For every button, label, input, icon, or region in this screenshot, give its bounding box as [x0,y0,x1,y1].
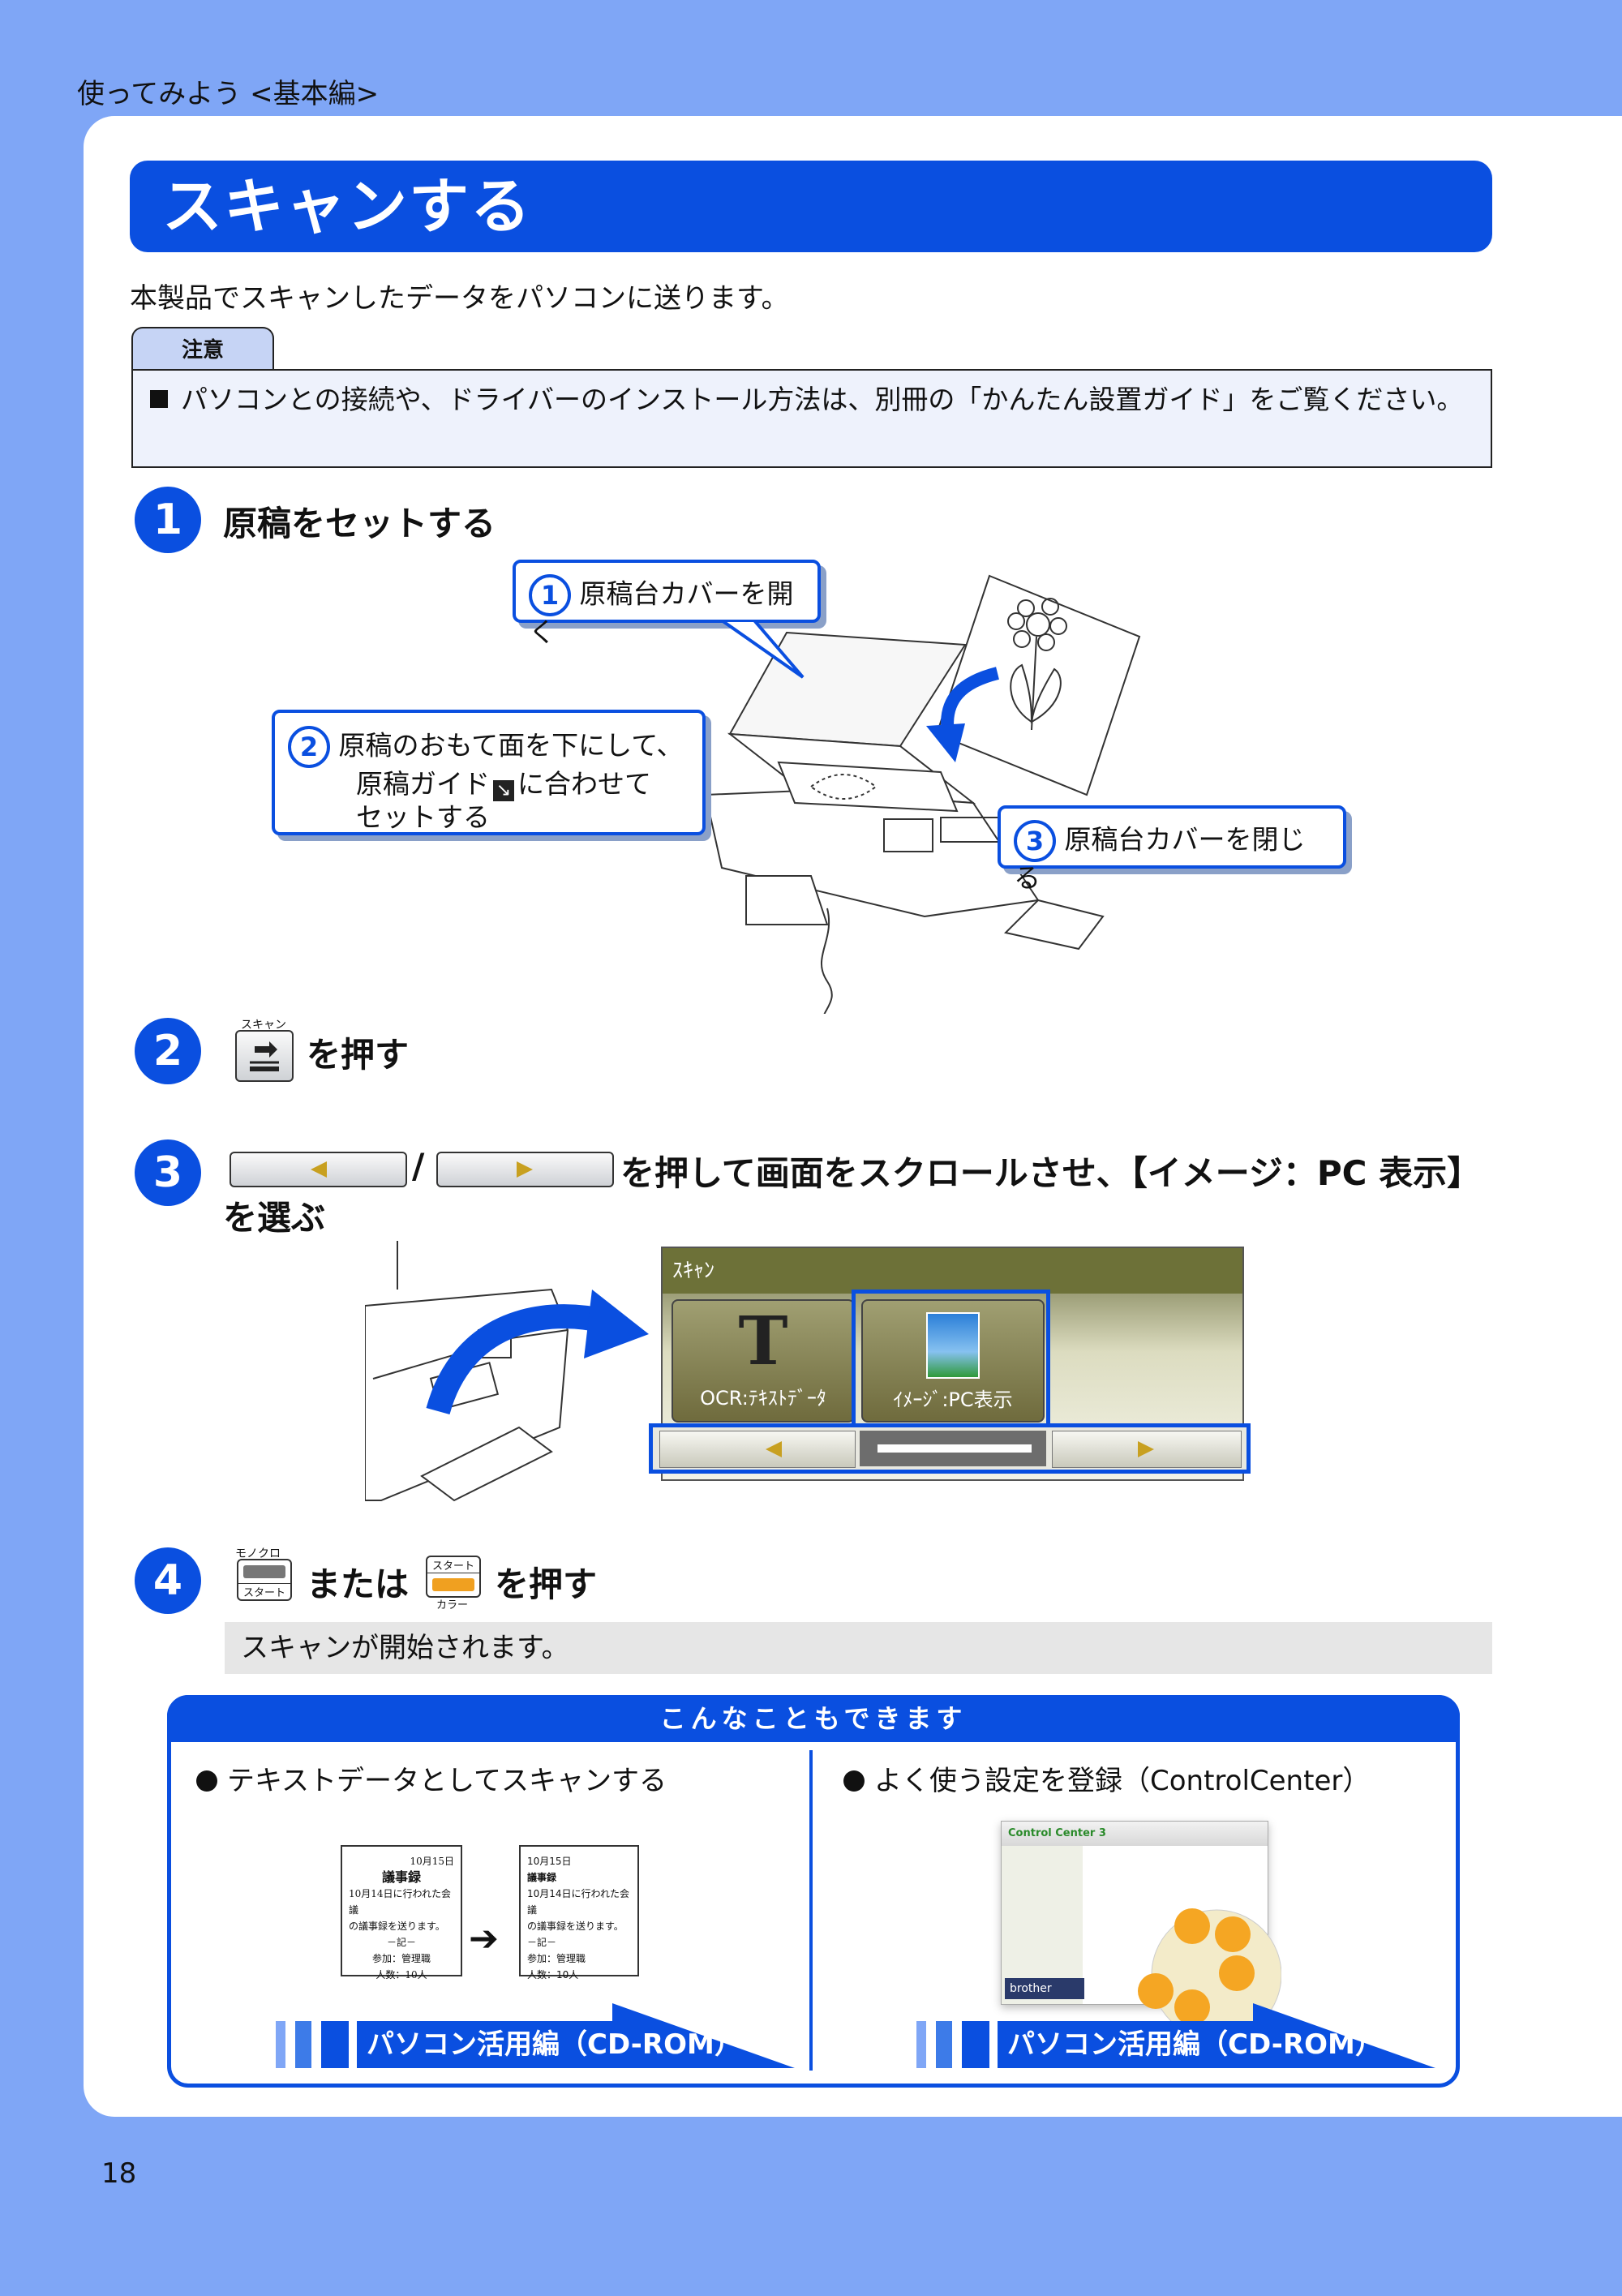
mono-start-key[interactable]: スタート [237,1559,292,1601]
step-1-title: 原稿をセットする [223,504,496,543]
note-box [131,369,1492,468]
step-1-number: 1 [135,487,201,553]
doc-after: 10月15日 議事録 10月14日に行われた会議 の議事録を送ります。 －記－ … [519,1845,639,1981]
step-2-number: 2 [135,1018,201,1084]
controlcenter-buttons-graphic [1138,1908,1281,2040]
page-title: スキャンする [162,172,532,242]
lcd-header: ｽｷｬﾝ [663,1248,1242,1294]
scan-icon [250,1041,279,1071]
page-number: 18 [101,2157,137,2190]
note-text: パソコンとの接続や、ドライバーのインストール方法は、別冊の「かんたん設置ガイド」… [150,381,1480,418]
breadcrumb: 使ってみよう <基本編> [77,78,380,110]
tips-divider [809,1750,813,2071]
step-4-title: を押す [495,1564,598,1604]
bullet-dot-icon [196,1770,217,1792]
step-2-title: を押す [307,1035,410,1075]
title-bar [130,161,1492,252]
lcd-left-button[interactable] [659,1431,856,1468]
lcd-right-button[interactable] [1052,1431,1242,1468]
ref-banner-right-bg [916,2003,1435,2068]
color-key-bottom-label: カラー [436,1599,469,1611]
tips-header: こんなこともできます [167,1695,1460,1742]
ref-right-label: パソコン活用編（CD-ROM） [1007,2028,1383,2061]
scanner-illustration [704,574,1141,1014]
step-4-number: 4 [135,1547,201,1614]
controlcenter-window: Control Center 3 brother [1001,1821,1268,2005]
lcd-scroll-track [860,1431,1046,1466]
callout-close-cover: 3 原稿台カバーを閉じる [998,805,1346,894]
callout-number: 2 [288,726,330,768]
scan-key-button[interactable] [235,1030,294,1082]
step-4-or: または [307,1564,410,1604]
left-arrow-icon [766,1441,782,1457]
convert-arrow-icon: ➔ [469,1918,499,1959]
callout-number: 1 [529,574,571,616]
text-document-icon: T [738,1302,788,1380]
ref-banner-left-bg [276,2003,795,2068]
mono-key-top-label: モノクロ [235,1547,281,1560]
scan-key-label: スキャン [241,1019,286,1032]
intro-text: 本製品でスキャンしたデータをパソコンに送ります。 [130,282,789,315]
result-message: スキャンが開始されます。 [225,1622,1492,1674]
left-arrow-key[interactable] [230,1152,407,1187]
separator-slash: / [412,1146,425,1186]
callout-place-document: 2 原稿のおもて面を下にして、 原稿ガイド↘に合わせて セットする [272,710,706,835]
right-arrow-icon [1138,1441,1154,1457]
lcd-scroll-bar [649,1423,1251,1474]
document-guide-arrow-icon: ↘ [493,780,514,801]
ref-left-label: パソコン活用編（CD-ROM） [367,2028,742,2061]
machine-panel-illustration [365,1241,649,1502]
step-3-number: 3 [135,1139,201,1206]
lcd-option-image-pc[interactable]: ｲﾒｰｼﾞ:PC表示 [861,1299,1045,1423]
controlcenter-sidebar [1002,1846,1083,2004]
step-3-title: を押して画面をスクロールさせ、【イメージ：PC 表示】 [620,1153,1482,1193]
right-arrow-key[interactable] [436,1152,614,1187]
doc-before: 10月15日 議事録 10月14日に行われた会議 の議事録を送ります。 －記－ … [341,1845,462,1981]
bullet-dot-icon [843,1770,865,1792]
color-start-key[interactable]: スタート [426,1556,481,1598]
step-3-title-cont: を選ぶ [223,1198,326,1238]
right-arrow-icon [517,1161,533,1178]
lcd-option-ocr[interactable]: T OCR:ﾃｷｽﾄﾃﾞｰﾀ [672,1299,855,1423]
color-key-face [432,1578,474,1591]
brother-logo: brother [1005,1978,1084,1999]
callout-open-cover: 1 原稿台カバーを開く [513,560,821,648]
tip-left-text: テキストデータとしてスキャンする [196,1758,667,1798]
left-arrow-icon [311,1161,327,1178]
tip-right-text: よく使う設定を登録（ControlCenter） [843,1758,1370,1798]
callout-number: 3 [1014,820,1056,862]
bullet-square-icon [150,390,168,408]
controlcenter-title: Control Center 3 [1002,1822,1268,1846]
note-label: 注意 [131,327,274,372]
mono-key-face [243,1565,285,1578]
image-icon [926,1312,980,1379]
callout-pointer [719,620,805,679]
